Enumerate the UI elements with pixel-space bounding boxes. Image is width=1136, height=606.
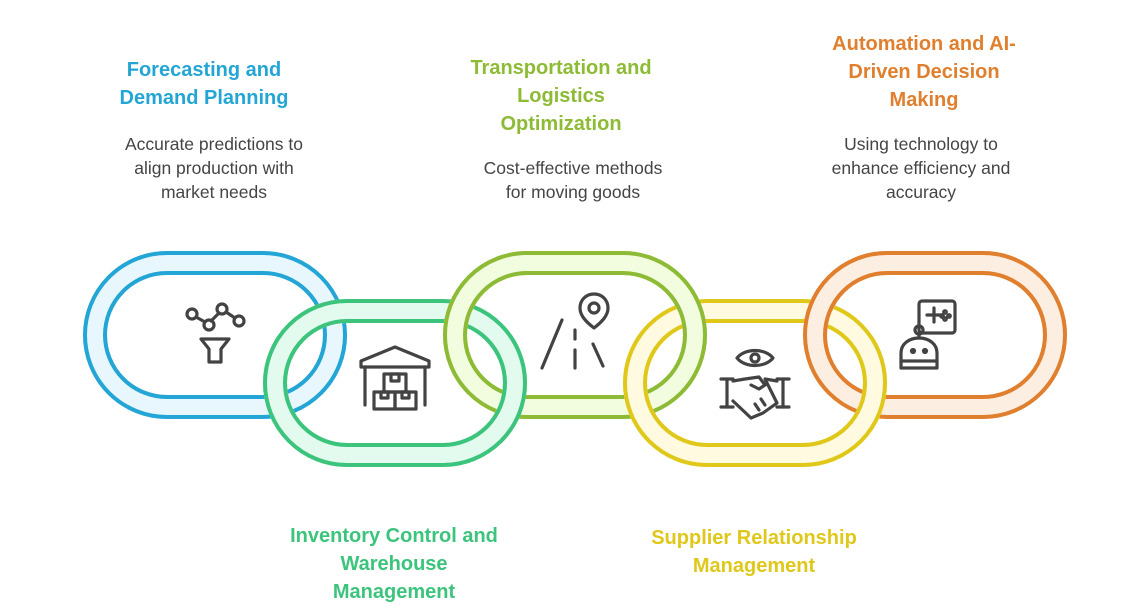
warehouse-boxes-icon — [359, 345, 431, 411]
step-desc-transportation: Cost-effective methods for moving goods — [453, 156, 693, 204]
title-line: Warehouse — [340, 553, 448, 575]
title-line: Management — [332, 581, 456, 603]
desc-line: Using technology to — [844, 134, 998, 154]
title-line: Supplier Relationship — [651, 527, 857, 549]
desc-line: market needs — [160, 182, 268, 202]
desc-line: for moving goods — [505, 182, 641, 202]
chain-link-3 — [443, 251, 707, 335]
chart-funnel-icon — [185, 302, 246, 364]
step-desc-automation: Using technology to enhance efficiency a… — [801, 132, 1041, 204]
chain-link-3 — [443, 335, 707, 419]
chain-link-4 — [623, 335, 887, 467]
desc-line: accuracy — [885, 182, 957, 202]
robot-gamepad-icon — [899, 299, 957, 370]
chain-link-2 — [263, 335, 527, 467]
step-title-forecasting: Forecasting and Demand Planning — [94, 56, 314, 112]
title-line: Optimization — [500, 113, 622, 135]
desc-line: enhance efficiency and — [831, 158, 1011, 178]
title-line: Logistics — [517, 85, 605, 107]
desc-line: align production with — [134, 158, 294, 178]
title-line: Transportation and — [470, 57, 652, 79]
road-location-pin-icon — [540, 292, 610, 370]
chain-link-1 — [83, 335, 347, 419]
title-line: Forecasting and — [126, 59, 282, 81]
title-line: Driven Decision — [848, 61, 1000, 83]
desc-line: Cost-effective methods — [483, 158, 663, 178]
step-title-transportation: Transportation and Logistics Optimizatio… — [441, 54, 681, 138]
step-desc-forecasting: Accurate predictions to align production… — [94, 132, 334, 204]
title-line: Demand Planning — [119, 87, 289, 109]
step-title-automation: Automation and AI- Driven Decision Makin… — [804, 30, 1044, 114]
title-line: Management — [692, 555, 816, 577]
handshake-eye-icon — [719, 348, 791, 420]
step-title-supplier: Supplier Relationship Management — [624, 524, 884, 580]
title-line: Inventory Control and — [290, 525, 498, 547]
step-title-inventory: Inventory Control and Warehouse Manageme… — [264, 522, 524, 606]
title-line: Making — [889, 89, 959, 111]
chain-link-5 — [803, 251, 1067, 335]
title-line: Automation and AI- — [832, 33, 1016, 55]
desc-line: Accurate predictions to — [124, 134, 303, 154]
